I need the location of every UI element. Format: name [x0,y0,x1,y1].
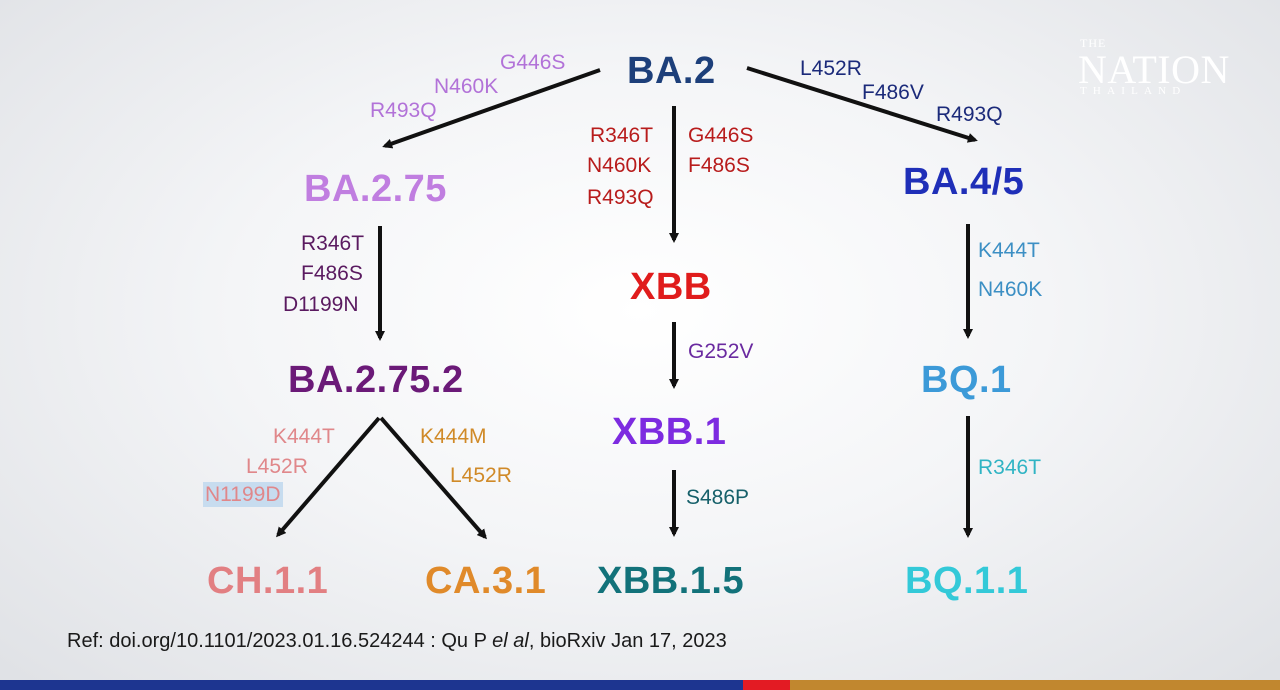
node-bq11: BQ.1.1 [905,560,1029,602]
mutation-label: N460K [434,75,499,98]
arrow-ba2752-to-ca31 [379,416,487,540]
logo-nation: NATION [1078,47,1230,92]
arrow-ba2752-to-ch11 [276,416,381,538]
mutation-label: K444T [978,239,1040,262]
mutation-label: R493Q [936,103,1003,126]
mutation-label: R346T [978,456,1042,479]
node-ba275: BA.2.75 [304,168,447,210]
mutation-label: S486P [686,486,750,509]
node-xbb: XBB [630,266,712,308]
node-ch11: CH.1.1 [207,560,329,602]
mutation-label: G252V [688,340,754,363]
node-ba2752: BA.2.75.2 [288,359,464,401]
mutation-highlight: N1199D [203,482,283,507]
node-ca31: CA.3.1 [425,560,547,602]
mutation-label: R493Q [370,99,437,122]
mutation-label: F486V [862,81,924,104]
reference-italic: el al [492,630,529,652]
mutation-label: L452R [246,455,308,478]
mutation-label: G446S [500,51,566,74]
mutation-label: N460K [587,154,652,177]
node-bq1: BQ.1 [921,359,1012,401]
brand-bar-red [743,680,790,690]
mutation-label: L452R [800,57,862,80]
mutation-label: R346T [301,232,365,255]
arrow-ba2-to-ba275 [382,68,601,149]
mutation-label: R493Q [587,186,654,209]
mutation-label: F486S [688,154,750,177]
mutation-label: R346T [590,124,654,147]
mutation-label: K444T [273,425,335,448]
node-ba45: BA.4/5 [903,161,1025,203]
node-ba2: BA.2 [627,50,716,92]
mutation-label: D1199N [283,293,359,316]
reference-suffix: , bioRxiv Jan 17, 2023 [528,630,727,652]
arrow-ba2-to-ba45 [746,66,978,143]
mutation-label: N1199D [203,482,283,507]
node-xbb15: XBB.1.5 [597,560,745,602]
mutation-label: L452R [450,464,512,487]
brand-bar-blue [0,680,743,690]
logo-the: THE [1080,36,1107,50]
reference-citation: Ref: doi.org/10.1101/2023.01.16.524244 :… [67,630,727,653]
mutation-label: G446S [688,124,754,147]
mutation-label: K444M [420,425,487,448]
brand-bar-gold [790,680,1280,690]
mutation-label: N460K [978,278,1043,301]
reference-prefix: Ref: doi.org/10.1101/2023.01.16.524244 :… [67,630,493,652]
node-xbb1: XBB.1 [612,411,727,453]
logo-thailand: THAILAND [1080,85,1187,97]
mutation-label: F486S [301,262,363,285]
